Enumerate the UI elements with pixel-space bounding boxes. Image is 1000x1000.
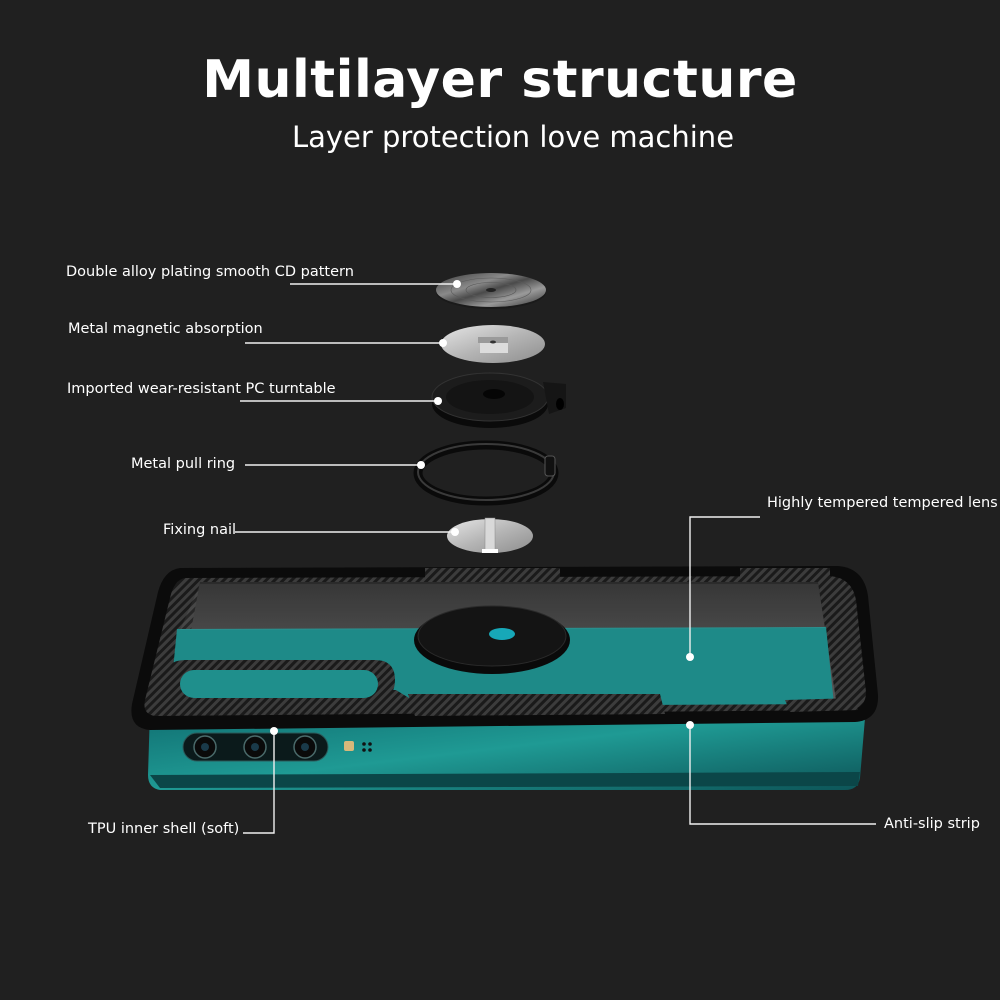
magnetic-plate <box>441 325 545 363</box>
label-cd-pattern: Double alloy plating smooth CD pattern <box>66 264 354 280</box>
line-tpu-shell <box>243 731 275 834</box>
callout-lines <box>235 283 876 834</box>
label-fixing-nail: Fixing nail <box>163 522 237 538</box>
label-magnetic-absorption: Metal magnetic absorption <box>68 321 263 337</box>
label-anti-slip-strip: Anti-slip strip <box>884 816 980 832</box>
label-pc-turntable: Imported wear-resistant PC turntable <box>67 381 336 397</box>
page-title: Multilayer structure <box>202 50 798 110</box>
phone-case <box>131 566 879 730</box>
callout-dots <box>270 280 694 735</box>
line-anti-slip <box>689 725 876 825</box>
line-tempered-lens <box>689 516 760 657</box>
label-metal-pull-ring: Metal pull ring <box>131 456 236 472</box>
pc-turntable <box>431 372 566 428</box>
cd-pattern-disc <box>436 273 546 309</box>
label-tempered-lens: Highly tempered tempered lens <box>767 495 998 511</box>
fixing-nail <box>447 517 533 553</box>
label-tpu-inner-shell: TPU inner shell (soft) <box>88 821 240 837</box>
metal-pull-ring <box>413 440 559 506</box>
page-subtitle: Layer protection love machine <box>291 120 735 154</box>
